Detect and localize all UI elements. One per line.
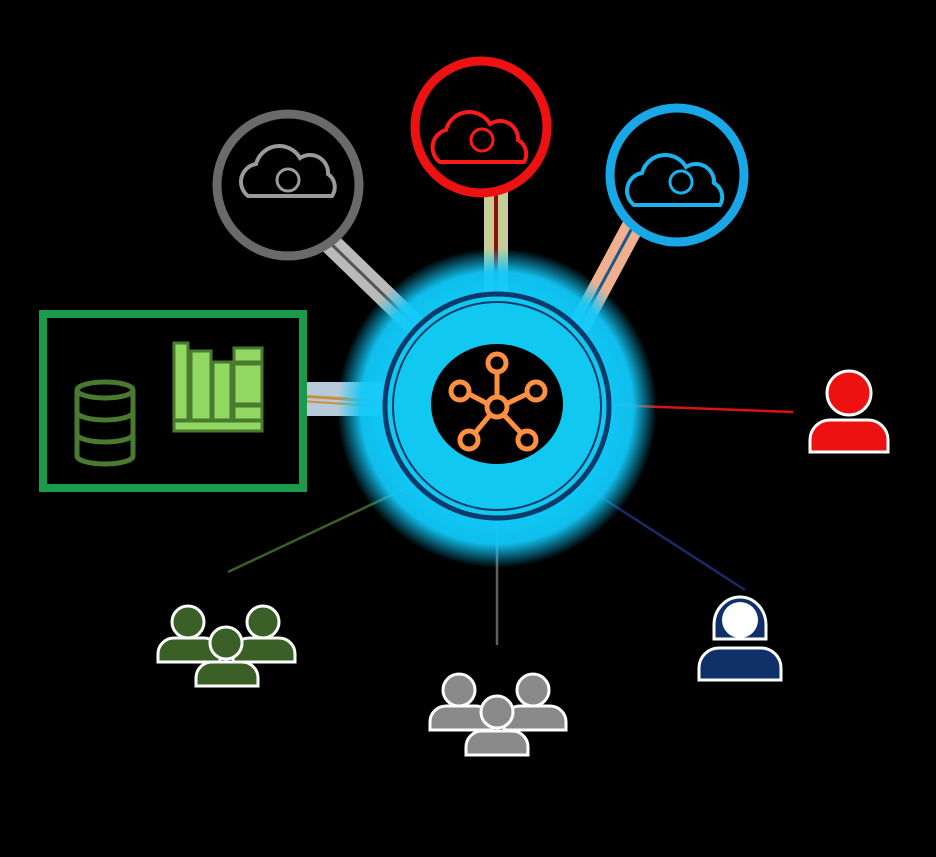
library-books-icon — [172, 341, 264, 433]
cloud-red — [410, 56, 552, 198]
database-icon — [74, 379, 136, 467]
cloud-sync-icon — [430, 110, 529, 164]
cloud-gray — [212, 109, 364, 261]
user-red — [808, 369, 890, 454]
cloud-blue — [605, 103, 749, 247]
data-library-box — [39, 310, 307, 492]
cloud-sync-icon — [625, 153, 725, 207]
group-green — [156, 604, 297, 688]
user-navy — [697, 595, 783, 682]
network-hub-icon — [448, 351, 548, 452]
cloud-sync-icon — [239, 144, 337, 198]
hub — [337, 248, 657, 568]
group-gray — [428, 672, 568, 757]
